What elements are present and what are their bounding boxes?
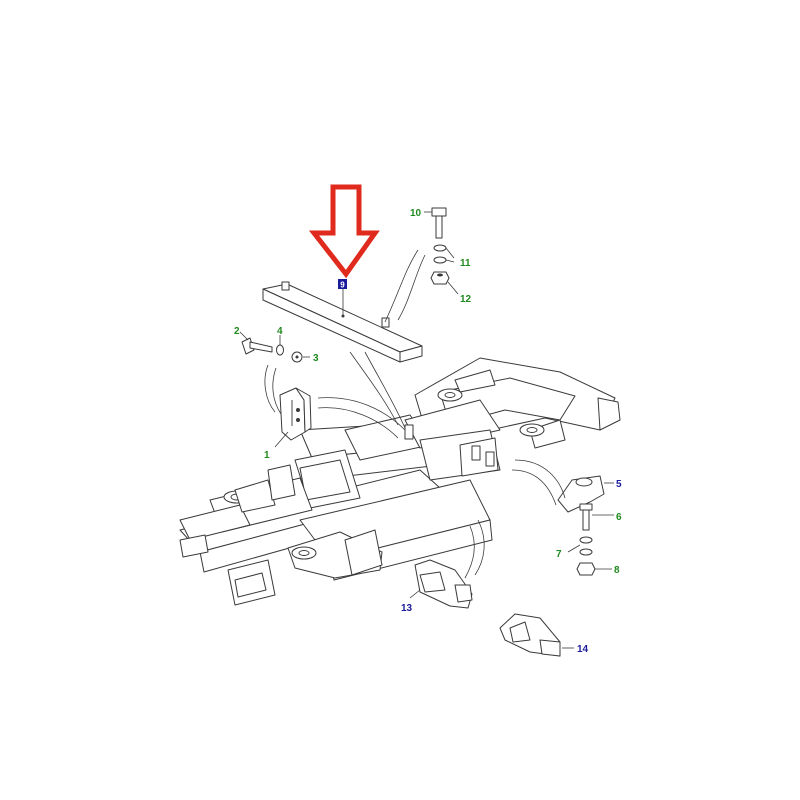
nut-part-8 [576, 562, 612, 576]
callout-13: 13 [401, 603, 413, 614]
bracket-part-13 [409, 559, 473, 609]
callout-3: 3 [313, 353, 319, 364]
callout-4: 4 [277, 326, 283, 337]
callout-2: 2 [234, 326, 240, 337]
leader-lines [264, 249, 566, 579]
callout-12: 12 [460, 294, 472, 305]
callout-5: 5 [616, 479, 622, 490]
highlight-label-box: 9 [338, 279, 347, 290]
callout-14: 14 [577, 644, 589, 655]
washer-part-7 [567, 536, 593, 556]
crossmember-part [262, 281, 423, 363]
bolt-part-2 [239, 331, 273, 355]
highlight-label: 9 [340, 281, 345, 290]
callout-7: 7 [556, 549, 562, 560]
mount-part-5 [557, 475, 614, 513]
washer-part-4 [276, 335, 284, 356]
nut-part-12 [430, 271, 459, 295]
callout-1: 1 [264, 450, 270, 461]
chassis-frame [179, 357, 621, 606]
callout-labels: 1 2 3 4 5 6 7 8 10 11 12 13 14 [234, 208, 622, 655]
callout-10: 10 [410, 208, 422, 219]
callout-11: 11 [460, 258, 471, 269]
bolt-part-6 [579, 503, 614, 531]
bolt-part-10 [424, 207, 447, 239]
highlight-arrow [308, 184, 380, 279]
bracket-part-14 [499, 613, 574, 657]
bracket-part-1 [274, 387, 312, 448]
washer-part-11 [433, 244, 455, 264]
callout-8: 8 [614, 565, 620, 576]
callout-6: 6 [616, 512, 622, 523]
nut-part-3 [291, 351, 310, 363]
